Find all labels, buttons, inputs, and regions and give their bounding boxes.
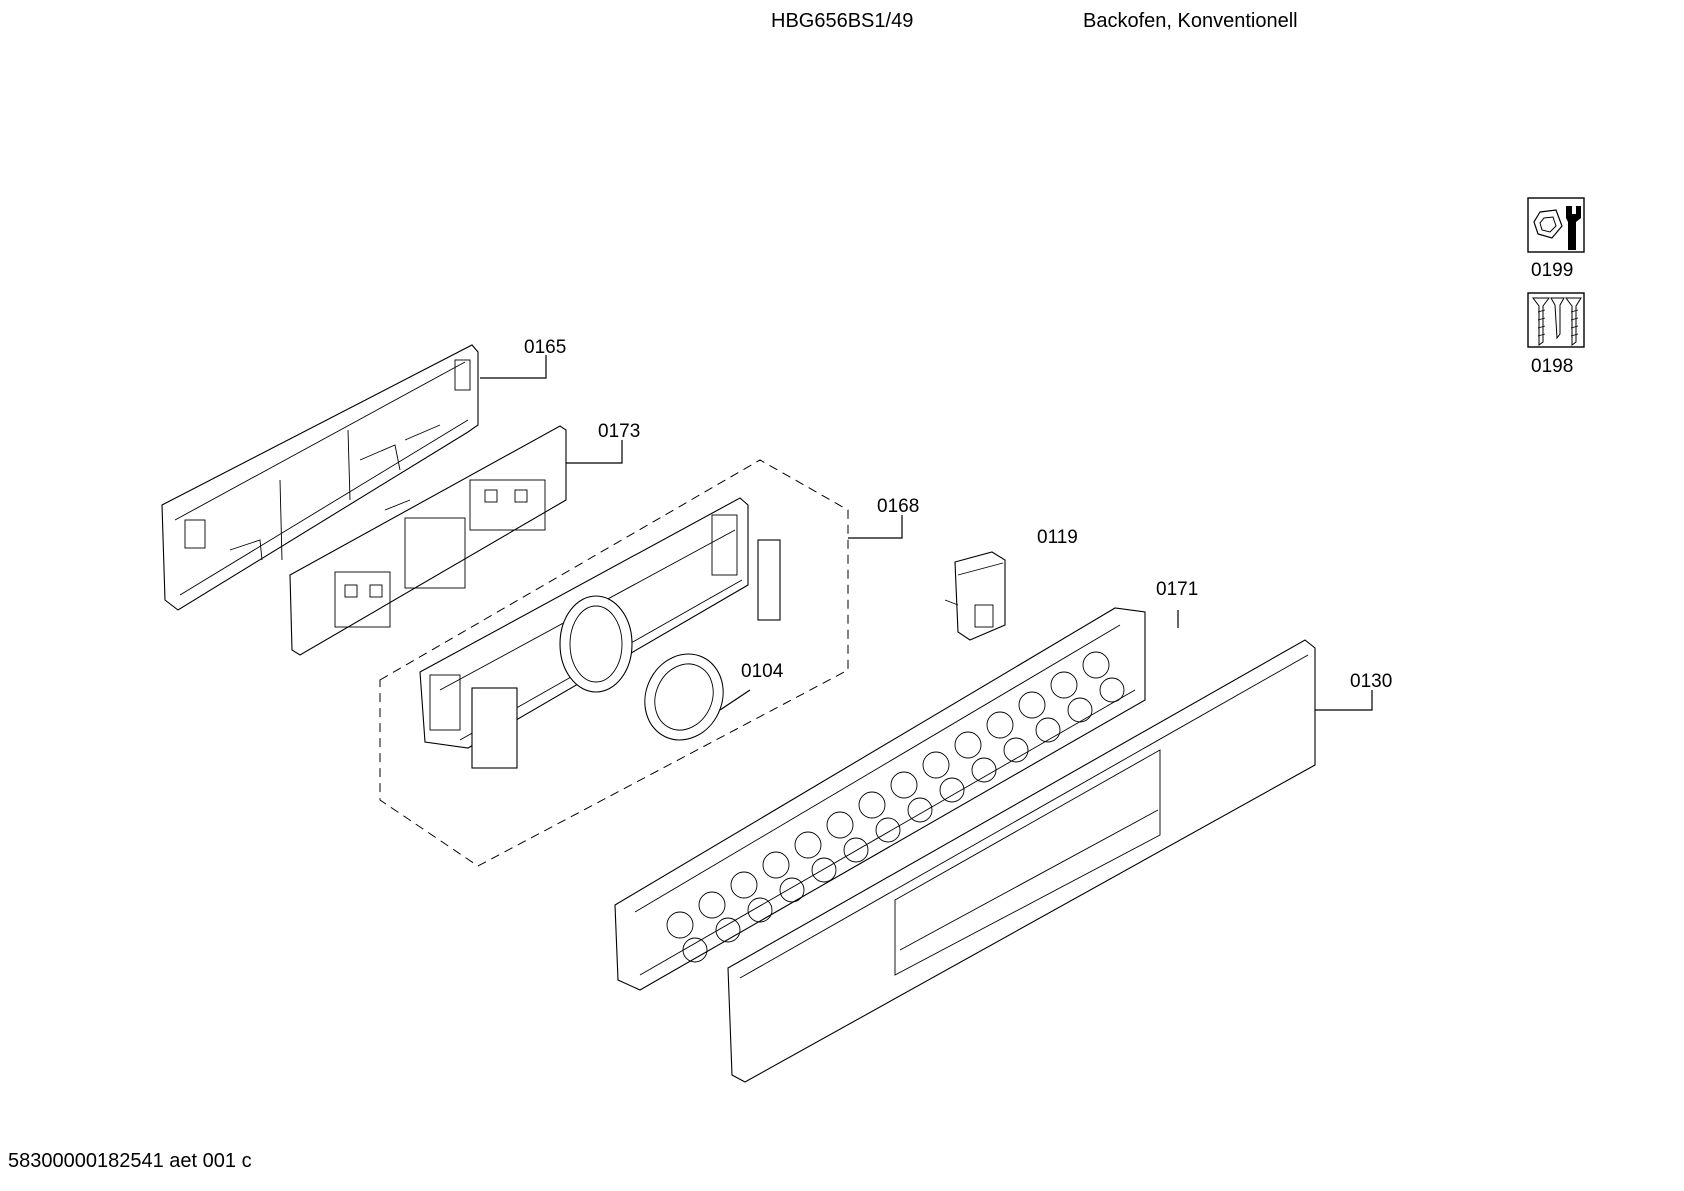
leader-0130 [1315,690,1373,711]
part-0165-frame[interactable] [161,344,479,611]
label-0168: 0168 [877,496,919,517]
part-0171-support-panel[interactable] [614,607,1146,991]
part-0119-component[interactable] [944,551,1006,641]
label-0104: 0104 [741,661,784,682]
label-0130: 0130 [1350,671,1392,692]
leader-0165 [480,355,547,379]
document-footer-code: 58300000182541 aet 001 c [8,1150,252,1172]
label-0171: 0171 [1156,579,1198,600]
leader-0168 [848,515,903,539]
part-0168-module[interactable] [419,497,781,769]
part-0104-ring[interactable] [631,641,737,753]
wrench-nut-icon[interactable] [1527,197,1585,253]
leader-0104 [719,689,751,711]
part-0173-board[interactable] [289,425,567,656]
appliance-description: Backofen, Konventionell [1083,10,1298,32]
screws-icon[interactable] [1527,292,1585,348]
part-0130-front-fascia[interactable] [727,639,1316,1083]
model-number: HBG656BS1/49 [771,10,914,32]
label-0199: 0199 [1531,260,1573,281]
label-0119: 0119 [1037,527,1078,548]
label-0173: 0173 [598,421,640,442]
group-outline-0168 [379,459,849,867]
label-0165: 0165 [524,337,566,358]
leader-0173 [566,440,623,464]
label-0198: 0198 [1531,356,1573,377]
